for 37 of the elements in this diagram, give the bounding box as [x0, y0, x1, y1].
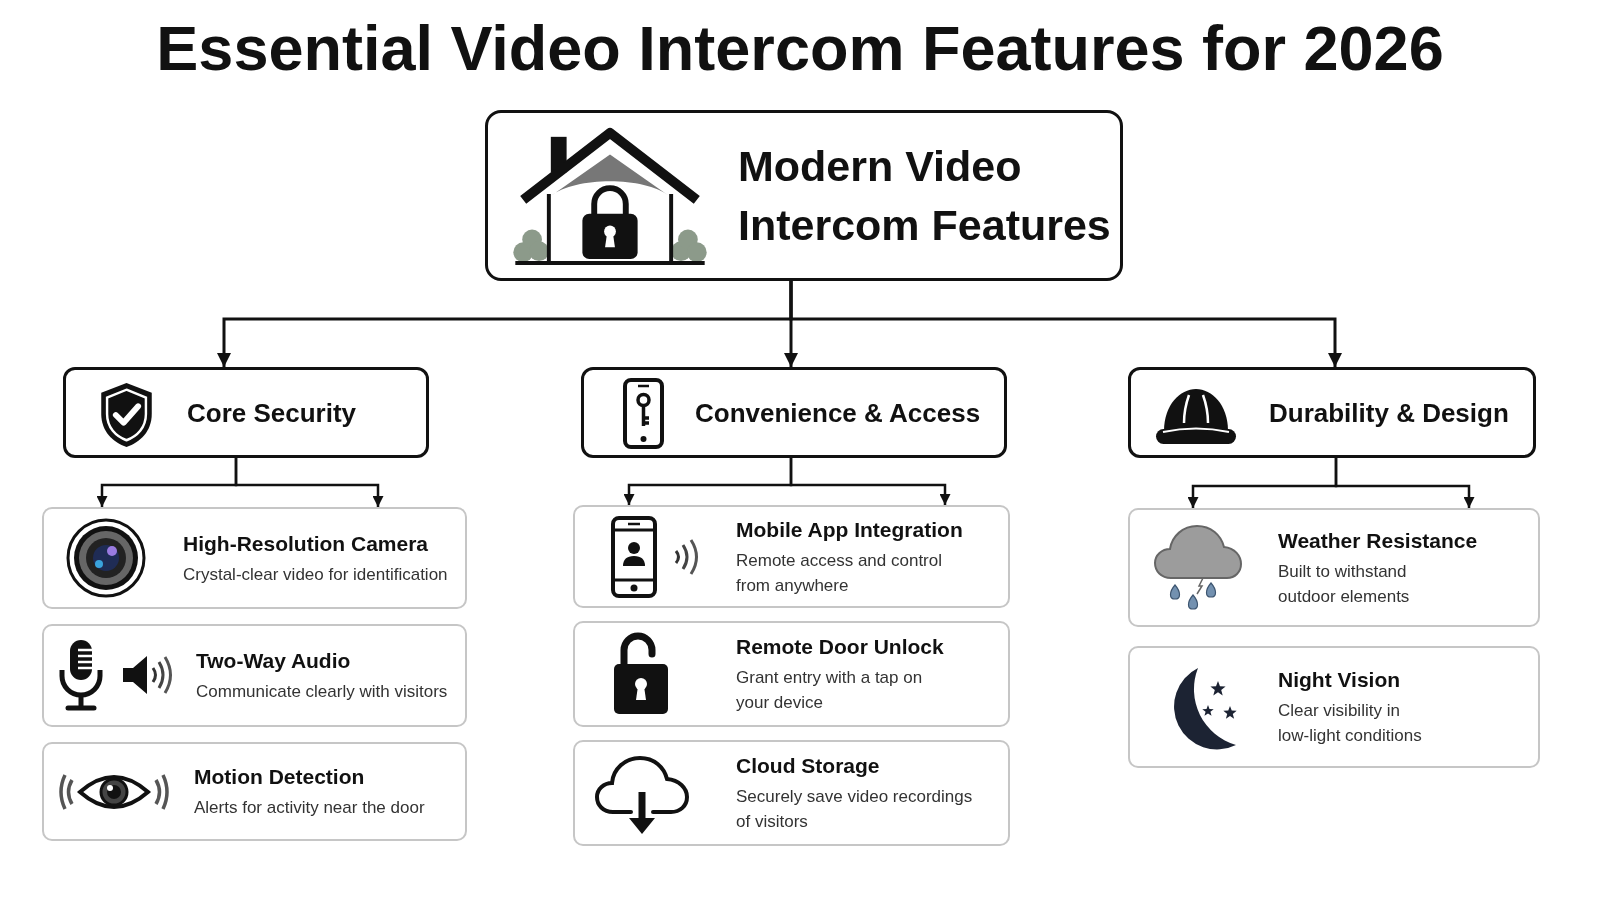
category-box — [63, 367, 429, 458]
feature-title: Cloud Storage — [736, 753, 880, 779]
feature-card — [42, 507, 467, 609]
feature-description: Remote access and control from anywhere — [736, 549, 943, 597]
feature-title: Mobile App Integration — [736, 516, 963, 543]
feature-card — [42, 742, 467, 841]
feature-card — [42, 624, 467, 727]
feature-title: Weather Resistance — [1278, 527, 1478, 554]
feature-description: Communicate clearly with visitors — [196, 681, 448, 703]
feature-title: Remote Door Unlock — [736, 634, 944, 660]
main-heading: Modern Video Intercom Features — [738, 140, 1112, 251]
feature-card — [1128, 508, 1540, 627]
feature-card — [573, 621, 1010, 727]
category-heading: Durability & Design — [1269, 396, 1509, 430]
feature-title: Two-Way Audio — [196, 648, 351, 674]
feature-description: Securely save video recordings of visitors — [736, 786, 974, 833]
arrow — [789, 458, 951, 505]
feature-card — [1128, 646, 1540, 768]
feature-description: Built to withstand outdoor elements — [1278, 560, 1411, 608]
category-box — [581, 367, 1007, 458]
category-heading: Core Security — [187, 396, 357, 430]
feature-card — [573, 505, 1010, 608]
feature-title: High-Resolution Camera — [183, 530, 429, 557]
feature-description: Crystal-clear video for identification — [183, 563, 448, 586]
feature-title: Night Vision — [1278, 667, 1401, 693]
arrow — [1334, 458, 1475, 508]
main-feature-box — [485, 110, 1123, 281]
category-box — [1128, 367, 1536, 458]
feature-description: Alerts for activity near the door — [194, 797, 425, 819]
feature-description: Clear visibility in low-light conditions — [1278, 700, 1423, 747]
arrow — [234, 458, 384, 507]
diagram-title: Essential Video Intercom Features for 2026 — [156, 12, 1444, 84]
feature-title: Motion Detection — [194, 764, 365, 790]
arrow — [789, 281, 1342, 367]
feature-description: Grant entry with a tap on your device — [736, 667, 924, 714]
feature-card — [573, 740, 1010, 846]
category-heading: Convenience & Access — [695, 396, 981, 430]
